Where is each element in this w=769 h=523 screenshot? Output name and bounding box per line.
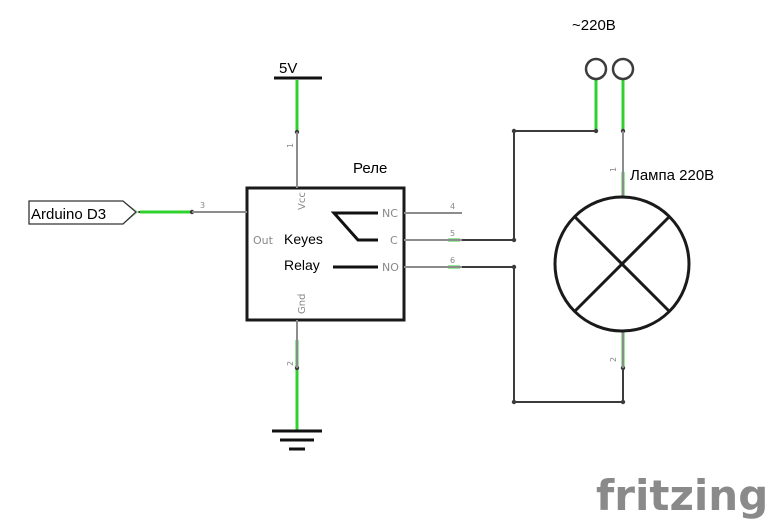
pin-number-nc: 4 [450, 202, 455, 211]
pin-number-gnd: 2 [286, 361, 295, 366]
lamp-component[interactable]: Лампа 220В 1 2 [553, 131, 714, 368]
pin-number-vcc: 1 [286, 143, 295, 148]
junction-dot [511, 128, 517, 134]
relay-body [245, 186, 406, 322]
relay-name-line1: Keyes [284, 231, 323, 247]
pin-label-c: C [390, 234, 398, 247]
junction-dot [593, 128, 599, 134]
supply-terminal-right[interactable] [611, 57, 635, 81]
ground-symbol [272, 429, 322, 451]
pin-number-out: 3 [200, 201, 205, 210]
junction-dot [511, 237, 517, 243]
pin-label-no: NO [382, 261, 399, 274]
pin-label-out: Out [253, 234, 274, 247]
power-symbol-5v: 5V [274, 60, 322, 80]
relay-switch [330, 211, 378, 269]
junction-dot [620, 399, 626, 405]
arduino-input-tag[interactable]: Arduino D3 [28, 200, 139, 225]
lamp-pin-number-bottom: 2 [609, 357, 618, 362]
power-label: 5V [279, 60, 297, 77]
pin-number-c: 5 [450, 229, 455, 238]
junction-dot [511, 399, 517, 405]
fritzing-watermark: fritzing [596, 471, 768, 520]
junction-dot [511, 264, 517, 270]
pin-label-nc: NC [382, 207, 398, 220]
supply-terminal-left[interactable] [584, 57, 608, 81]
relay-component[interactable]: Реле Vcc Gnd Out NC C NO Keyes Relay 1 2… [192, 132, 462, 368]
input-label: Arduino D3 [31, 206, 106, 223]
pin-label-gnd: Gnd [297, 294, 308, 314]
lamp-pin-number-top: 1 [609, 167, 618, 172]
relay-title: Реле [353, 160, 387, 177]
pin-label-vcc: Vcc [297, 192, 308, 210]
relay-name-line2: Relay [284, 257, 320, 273]
relay-pin-leads [192, 132, 462, 368]
pin-number-no: 6 [450, 256, 455, 265]
input-tag-outline [28, 200, 137, 225]
supply-label: ~220В [572, 17, 616, 34]
switch-blade [330, 211, 378, 242]
lamp-label: Лампа 220В [630, 167, 714, 184]
lamp-cross-2 [573, 215, 671, 313]
supply-terminals: ~220В [572, 17, 635, 81]
